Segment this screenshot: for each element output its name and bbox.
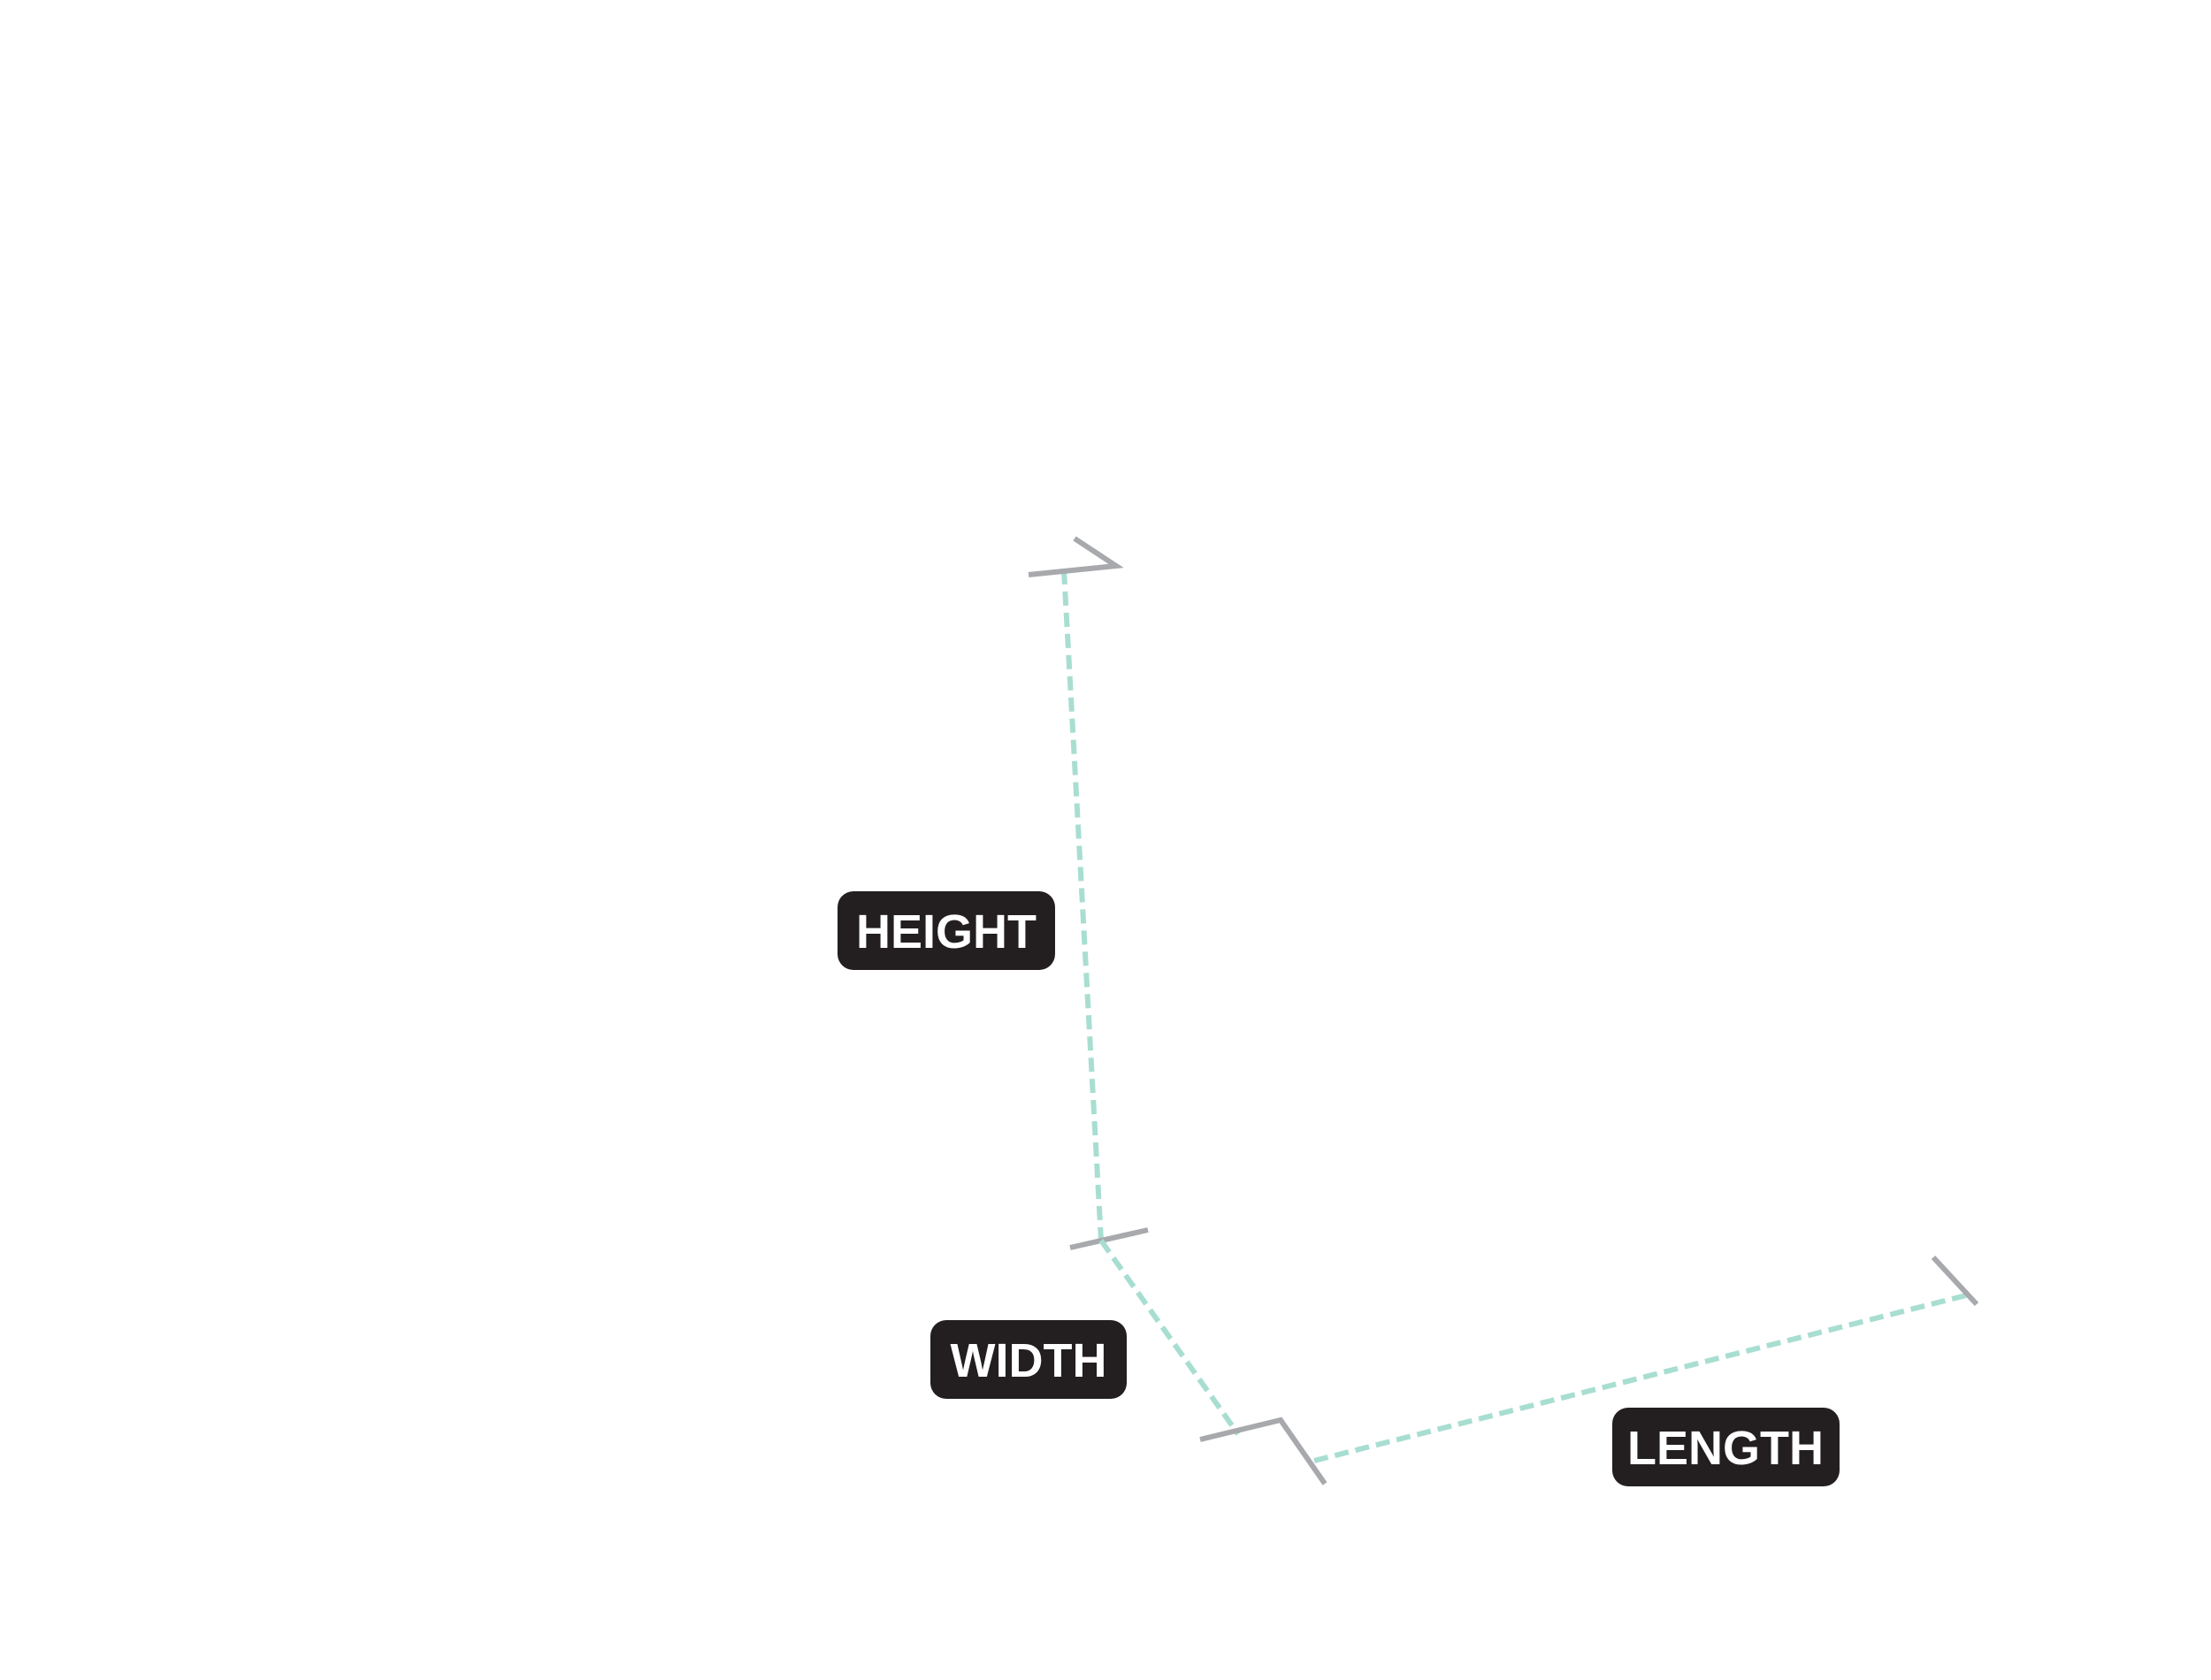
length-label: LENGTH	[1612, 1408, 1840, 1486]
width-label-text: WIDTH	[951, 1334, 1107, 1387]
width-dimension-line	[1098, 1239, 1241, 1436]
height-bottom-tick	[1069, 1227, 1149, 1250]
length-label-box	[1612, 1408, 1840, 1486]
width-label: WIDTH	[930, 1320, 1127, 1399]
width-label-box	[930, 1320, 1127, 1399]
height-dimension-line	[1061, 569, 1104, 1241]
height-label: HEIGHT	[838, 891, 1055, 970]
length-dimension	[1313, 1255, 1979, 1463]
length-end-tick	[1931, 1255, 1979, 1307]
length-label-text: LENGTH	[1627, 1422, 1824, 1475]
height-label-box	[838, 891, 1055, 970]
height-label-text: HEIGHT	[856, 905, 1037, 958]
height-dimension	[1028, 536, 1149, 1250]
width-dimension	[1098, 1239, 1327, 1485]
length-dimension-line	[1313, 1292, 1970, 1463]
corner-tick	[1199, 1417, 1327, 1485]
height-top-tick	[1028, 536, 1124, 577]
